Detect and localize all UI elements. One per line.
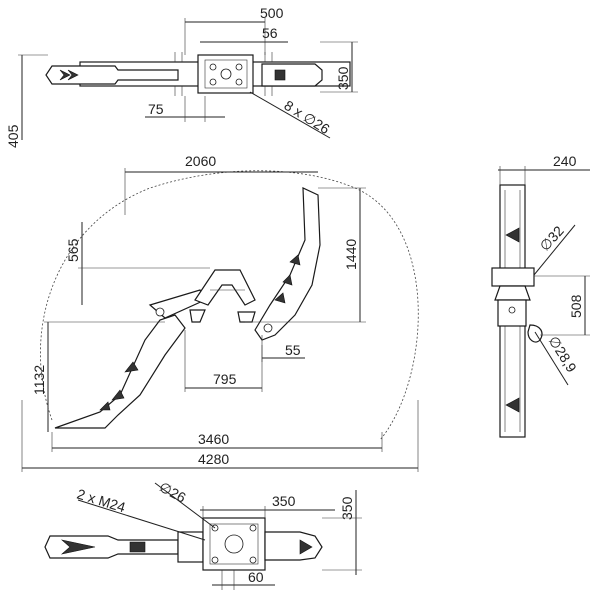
side-view: 240 ∅32 508 ∅28,9 bbox=[491, 153, 590, 438]
top-view: 500 56 350 75 8 x ∅26 405 bbox=[5, 5, 358, 148]
dim-350-bottom: 350 bbox=[272, 493, 296, 509]
right-boom bbox=[254, 187, 321, 341]
dim-500: 500 bbox=[260, 5, 284, 21]
dim-350-bottom-vertical: 350 bbox=[339, 496, 355, 520]
dim-405: 405 bbox=[5, 124, 21, 148]
dim-1440: 1440 bbox=[343, 239, 359, 270]
dim-dia-32: ∅32 bbox=[536, 223, 567, 255]
center-frame bbox=[194, 269, 256, 306]
bottom-view-right-arm bbox=[264, 531, 323, 561]
left-boom bbox=[54, 314, 186, 429]
dim-2xm24: 2 x M24 bbox=[75, 486, 128, 516]
dim-75: 75 bbox=[148, 101, 164, 117]
dim-60: 60 bbox=[248, 569, 264, 585]
dim-795: 795 bbox=[213, 371, 237, 387]
dim-240: 240 bbox=[553, 153, 577, 169]
dim-55: 55 bbox=[285, 342, 301, 358]
top-view-left-arm bbox=[45, 65, 179, 85]
side-view-head bbox=[491, 267, 535, 287]
sweep-arc bbox=[40, 170, 419, 441]
front-view: 2060 565 1440 55 795 1132 3460 4280 bbox=[21, 153, 419, 472]
dim-dia-26: ∅26 bbox=[157, 479, 189, 506]
bottom-view: 2 x M24 ∅26 350 350 60 bbox=[44, 479, 362, 590]
dim-8x26: 8 x ∅26 bbox=[281, 97, 332, 137]
dim-508: 508 bbox=[568, 294, 584, 318]
top-view-center-plate bbox=[197, 54, 254, 94]
dim-1132: 1132 bbox=[31, 365, 47, 395]
dim-2060: 2060 bbox=[185, 153, 216, 169]
dim-3460: 3460 bbox=[198, 431, 229, 447]
dim-4280: 4280 bbox=[198, 451, 229, 467]
dim-350-top: 350 bbox=[335, 66, 351, 90]
bottom-view-left-arm bbox=[44, 535, 179, 559]
chevron-icon bbox=[59, 69, 71, 81]
dim-56: 56 bbox=[262, 25, 278, 41]
dim-565: 565 bbox=[65, 238, 81, 262]
dim-dia-28-9: ∅28,9 bbox=[545, 333, 580, 375]
top-view-right-arm bbox=[261, 63, 323, 87]
